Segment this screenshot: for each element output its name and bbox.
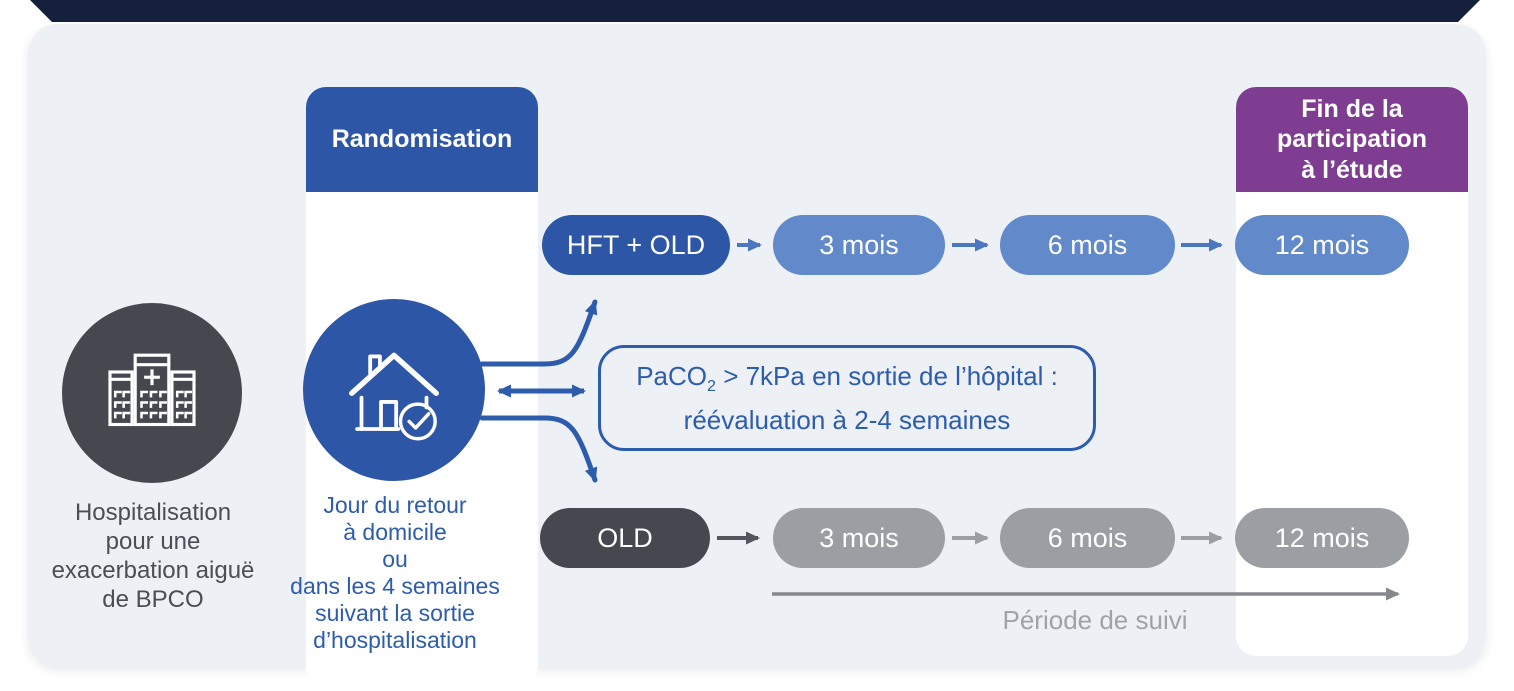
home-check-icon	[349, 352, 439, 441]
reassessment-box: PaCO2 > 7kPa en sortie de l’hôpital : ré…	[598, 345, 1096, 451]
old-milestone-3-mois: 3 mois	[773, 508, 945, 568]
hospitalisation-circle	[62, 303, 242, 483]
hft-milestone-6-mois: 6 mois	[1000, 215, 1175, 275]
hft-milestone-3-mois: 3 mois	[773, 215, 945, 275]
reassessment-line2: réévaluation à 2-4 semaines	[683, 405, 1011, 436]
randomisation-circle	[303, 299, 485, 481]
randomisation-header: Randomisation	[306, 87, 538, 192]
follow-up-label: Période de suivi	[1002, 605, 1188, 635]
top-banner	[30, 0, 1480, 22]
end-of-study-header: Fin de la participation à l’étude	[1236, 87, 1468, 192]
hospital-icon	[108, 353, 196, 427]
arm-old-pill: OLD	[540, 508, 710, 568]
end-of-study-column: Fin de la participation à l’étude	[1236, 87, 1468, 656]
reassessment-line1: PaCO2 > 7kPa en sortie de l’hôpital :	[636, 360, 1058, 396]
hft-milestone-12-mois: 12 mois	[1235, 215, 1409, 275]
randomisation-note: Jour du retour à domicile ou dans les 4 …	[290, 492, 500, 653]
old-milestone-12-mois: 12 mois	[1235, 508, 1409, 568]
arm-hft-old-pill: HFT + OLD	[542, 215, 730, 275]
old-milestone-6-mois: 6 mois	[1000, 508, 1175, 568]
hospitalisation-caption: Hospitalisation pour une exacerbation ai…	[51, 499, 255, 613]
